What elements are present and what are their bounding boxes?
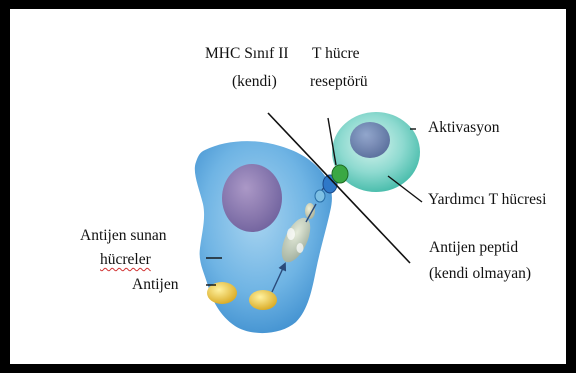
t-cell-nucleus	[350, 122, 390, 158]
internalized-antigen	[249, 290, 277, 310]
antigen-label: Antijen	[132, 275, 179, 295]
apc-label-line1: Antijen sunan	[80, 226, 167, 246]
mhc-class-ii-label-line1: MHC Sınıf II	[205, 44, 289, 64]
apc-nucleus	[222, 164, 282, 232]
mhc-class-ii-text: MHC Sınıf II	[205, 45, 289, 62]
antigen-peptide-label-line2: (kendi olmayan)	[429, 264, 531, 284]
tcr-label-line2: reseptörü	[310, 72, 368, 92]
antigen-peptide-text: Antijen peptid	[429, 239, 518, 256]
small-vesicle	[305, 203, 315, 219]
helper-t-cell-label: Yardımcı T hücresi	[428, 190, 546, 210]
tcr-label-line1: T hücre	[312, 44, 359, 64]
small-vesicle	[315, 190, 325, 202]
antigen-peptide-label-line1: Antijen peptid	[429, 238, 518, 258]
apc-label-line2: hücreler	[100, 250, 151, 270]
t-cell-receptor	[332, 165, 348, 183]
mhc-self-label: (kendi)	[232, 72, 277, 92]
activation-label: Aktivasyon	[428, 118, 499, 138]
